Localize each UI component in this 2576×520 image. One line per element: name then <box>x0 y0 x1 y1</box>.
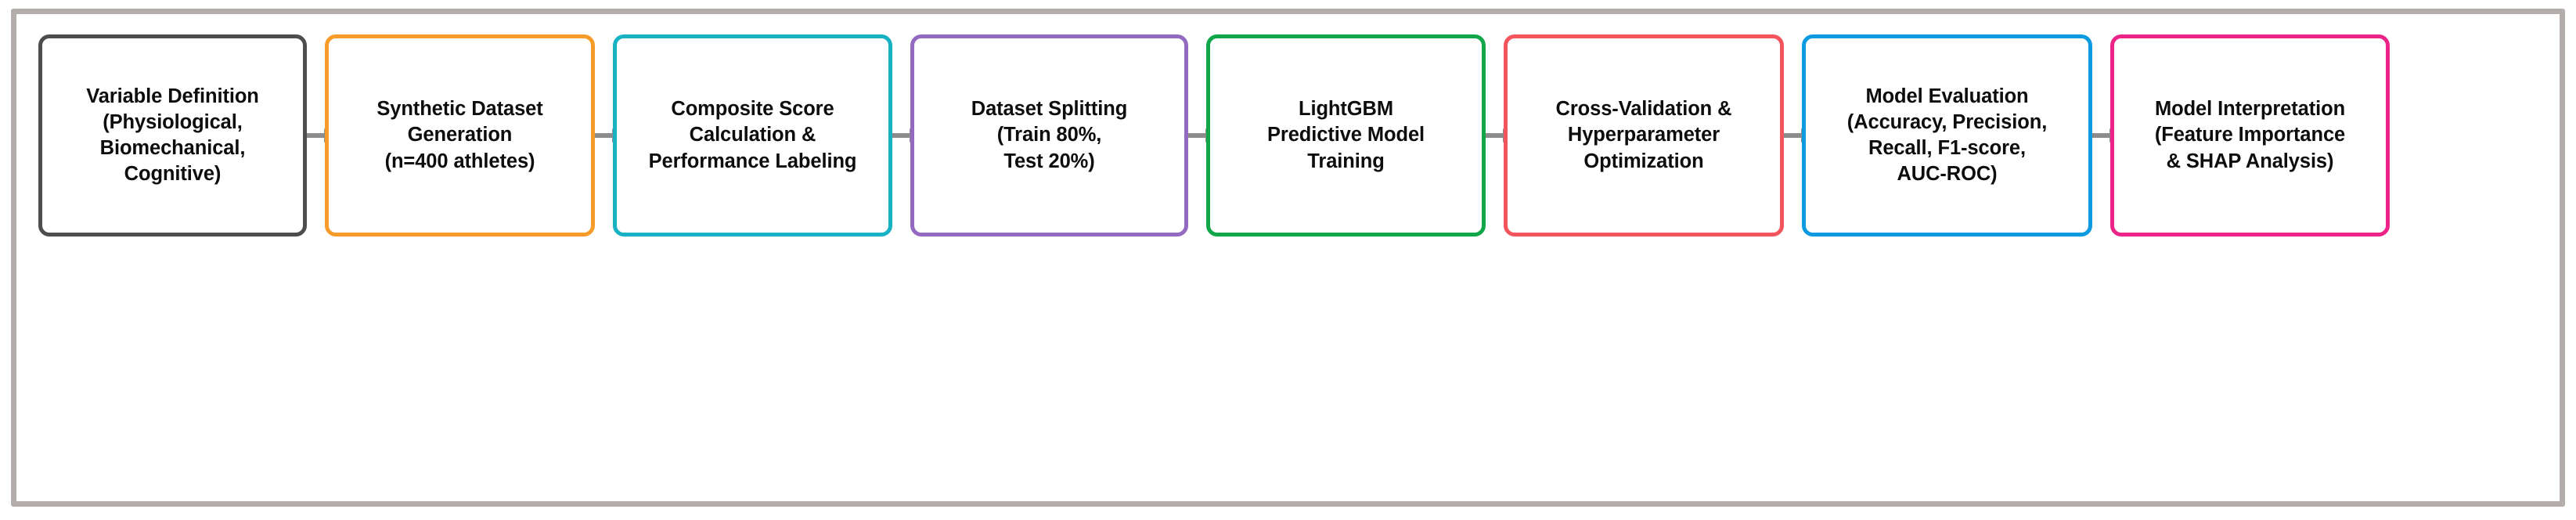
stage-label-cross-validation-hyperparameter-optimization: Cross-Validation & Hyperparameter Optimi… <box>1555 98 1732 172</box>
stage-box-variable-definition[interactable]: Variable Definition (Physiological, Biom… <box>38 34 307 237</box>
stage-label-variable-definition: Variable Definition (Physiological, Biom… <box>86 85 259 186</box>
arrow-5-to-6 <box>1486 34 1504 237</box>
stage-box-dataset-splitting[interactable]: Dataset Splitting (Train 80%, Test 20%) <box>910 34 1188 237</box>
right-arrow-icon <box>1486 133 1504 138</box>
stage-label-model-interpretation: Model Interpretation (Feature Importance… <box>2154 98 2346 172</box>
arrow-6-to-7 <box>1784 34 1802 237</box>
stage-label-dataset-splitting: Dataset Splitting (Train 80%, Test 20%) <box>971 98 1128 172</box>
stage-box-model-evaluation[interactable]: Model Evaluation (Accuracy, Precision, R… <box>1802 34 2092 237</box>
stage-label-synthetic-dataset-generation: Synthetic Dataset Generation (n=400 athl… <box>376 98 543 172</box>
arrow-2-to-3 <box>595 34 613 237</box>
pipeline-flow-row: Variable Definition (Physiological, Biom… <box>38 34 2573 476</box>
stage-box-synthetic-dataset-generation[interactable]: Synthetic Dataset Generation (n=400 athl… <box>325 34 595 237</box>
stage-box-model-interpretation[interactable]: Model Interpretation (Feature Importance… <box>2110 34 2390 237</box>
arrow-3-to-4 <box>892 34 910 237</box>
right-arrow-icon <box>595 133 613 138</box>
figure-outer-frame: Variable Definition (Physiological, Biom… <box>11 9 2565 507</box>
stage-box-cross-validation-hyperparameter-optimization[interactable]: Cross-Validation & Hyperparameter Optimi… <box>1504 34 1784 237</box>
right-arrow-icon <box>307 133 325 138</box>
right-arrow-icon <box>1188 133 1206 138</box>
stage-box-composite-score-calculation[interactable]: Composite Score Calculation & Performanc… <box>613 34 892 237</box>
right-arrow-icon <box>892 133 910 138</box>
right-arrow-icon <box>1784 133 1802 138</box>
right-arrow-icon <box>2092 133 2110 138</box>
stage-label-lightgbm-model-training: LightGBM Predictive Model Training <box>1266 98 1425 172</box>
stage-label-model-evaluation: Model Evaluation (Accuracy, Precision, R… <box>1846 85 2048 186</box>
arrow-1-to-2 <box>307 34 325 237</box>
arrow-7-to-8 <box>2092 34 2110 237</box>
arrow-4-to-5 <box>1188 34 1206 237</box>
stage-box-lightgbm-model-training[interactable]: LightGBM Predictive Model Training <box>1206 34 1486 237</box>
stage-label-composite-score-calculation: Composite Score Calculation & Performanc… <box>648 98 857 172</box>
